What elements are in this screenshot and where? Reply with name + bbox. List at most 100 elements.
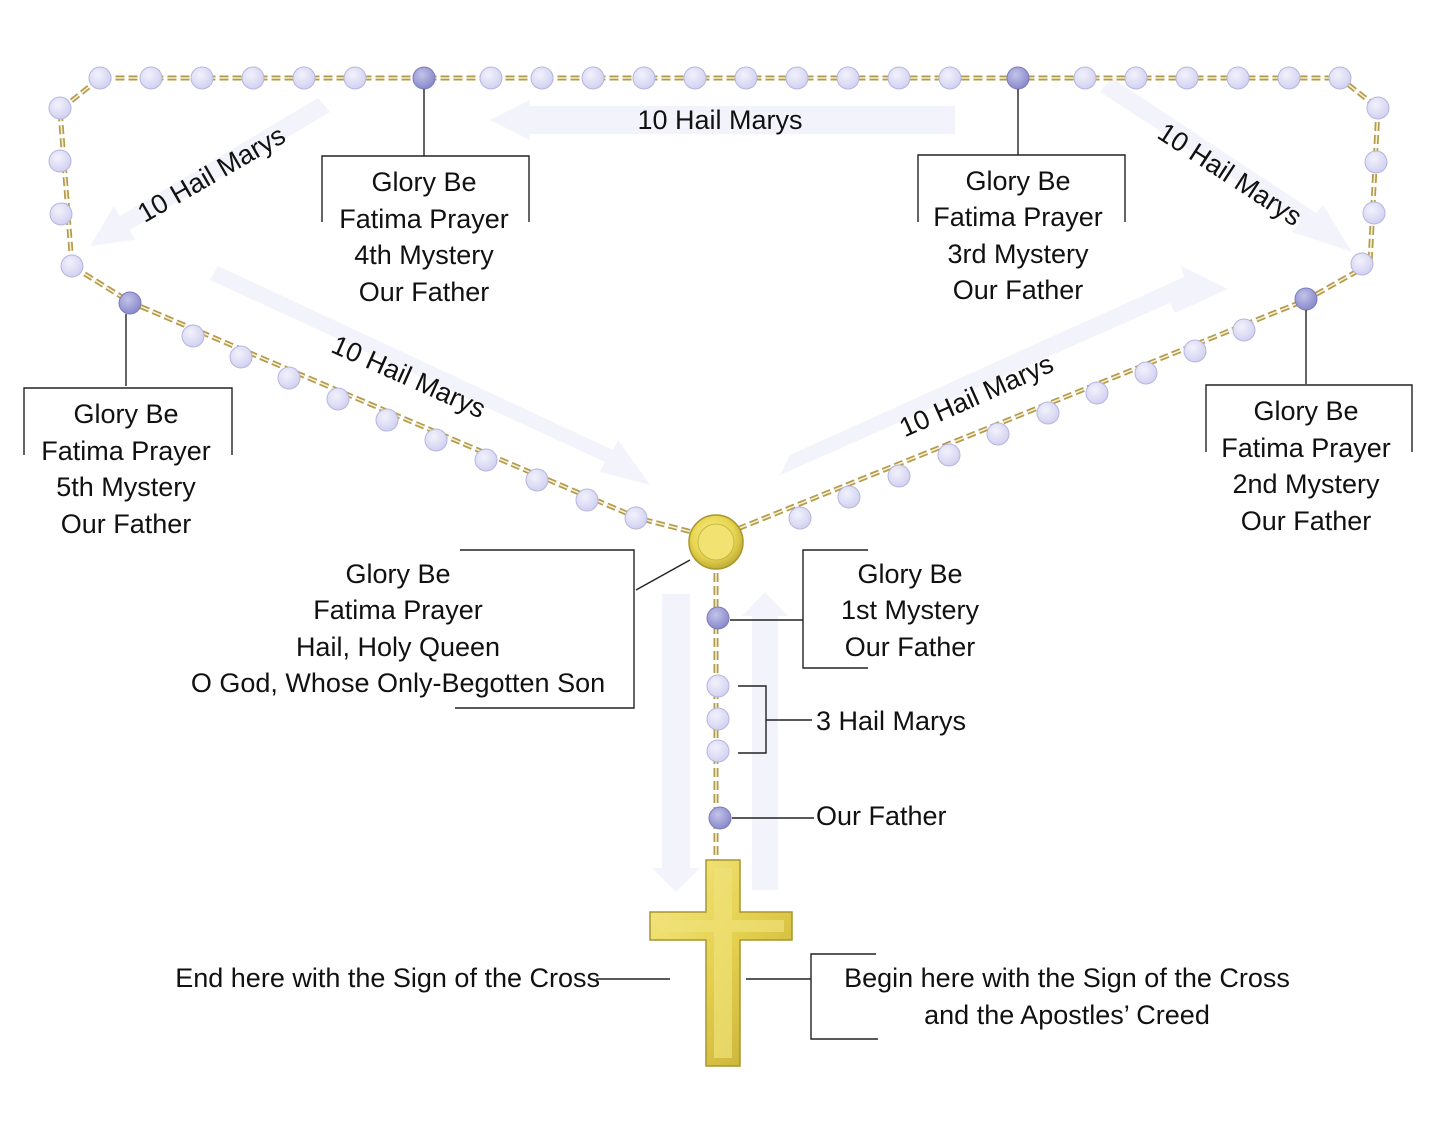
callout-line: 5th Mystery xyxy=(56,472,196,502)
hail-mary-bead xyxy=(836,66,860,90)
our-father-bead xyxy=(1294,287,1318,311)
hail-mary-bead xyxy=(1085,381,1109,405)
direction-arrows xyxy=(90,78,1352,892)
callout-line: End here with the Sign of the Cross xyxy=(175,963,600,993)
hail-mary-beads xyxy=(48,66,1390,763)
hail-mary-bead xyxy=(139,66,163,90)
hail-mary-bead xyxy=(986,422,1010,446)
hail-mary-bead xyxy=(1328,66,1352,90)
callout-line: Glory Be xyxy=(371,167,476,197)
arrow-label-upper-right: 10 Hail Marys xyxy=(1153,117,1308,232)
hail-mary-bead xyxy=(837,485,861,509)
hail-mary-bead xyxy=(887,66,911,90)
arrow-upper-right-icon xyxy=(1100,78,1352,252)
hail-mary-bead xyxy=(1183,339,1207,363)
hail-mary-bead xyxy=(624,506,648,530)
hail-mary-bead xyxy=(1036,401,1060,425)
callout-crucifix-begin: Begin here with the Sign of the Cross an… xyxy=(746,953,1290,1040)
our-father-bead xyxy=(412,66,436,90)
our-father-bead xyxy=(706,606,730,630)
hail-mary-bead xyxy=(1073,66,1097,90)
callout-line: 3 Hail Marys xyxy=(816,706,966,736)
hail-mary-bead xyxy=(190,66,214,90)
callout-our-father: Our Father xyxy=(732,801,947,831)
callout-line: Glory Be xyxy=(345,559,450,589)
callout-centerpiece: Glory Be Fatima Prayer Hail, Holy Queen … xyxy=(191,549,691,709)
hail-mary-bead xyxy=(1362,201,1386,225)
callout-first-decade: Glory Be 1st Mystery Our Father xyxy=(730,549,980,669)
arrow-upper-left-icon xyxy=(90,98,330,246)
hail-mary-bead xyxy=(1350,252,1374,276)
hail-mary-bead xyxy=(60,254,84,278)
hail-mary-bead xyxy=(1232,318,1256,342)
hail-mary-bead xyxy=(48,149,72,173)
hail-mary-bead xyxy=(785,66,809,90)
callout-line: 3rd Mystery xyxy=(947,239,1089,269)
callout-line: Fatima Prayer xyxy=(933,202,1103,232)
callout-second-decade: Glory Be Fatima Prayer 2nd Mystery Our F… xyxy=(1205,310,1413,536)
callout-line: Fatima Prayer xyxy=(339,204,509,234)
callout-fourth-decade: Glory Be Fatima Prayer 4th Mystery Our F… xyxy=(321,89,530,307)
callout-line: Our Father xyxy=(61,509,192,539)
hail-mary-bead xyxy=(1226,66,1250,90)
hail-mary-bead xyxy=(706,674,730,698)
our-father-bead xyxy=(1006,66,1030,90)
hail-mary-bead xyxy=(788,506,812,530)
callout-line: Our Father xyxy=(953,275,1084,305)
hail-mary-bead xyxy=(49,202,73,226)
hail-mary-bead xyxy=(575,488,599,512)
callout-line: Our Father xyxy=(845,632,976,662)
hail-mary-bead xyxy=(181,324,205,348)
callout-three-hail-marys: 3 Hail Marys xyxy=(738,685,966,754)
arrow-label-lower-left: 10 Hail Marys xyxy=(327,330,490,425)
hail-mary-bead xyxy=(277,366,301,390)
hail-mary-bead xyxy=(937,443,961,467)
callout-line: Fatima Prayer xyxy=(41,436,211,466)
hail-mary-bead xyxy=(525,468,549,492)
callout-line: Glory Be xyxy=(73,399,178,429)
callout-line: Begin here with the Sign of the Cross xyxy=(844,963,1290,993)
hail-mary-bead xyxy=(241,66,265,90)
hail-mary-bead xyxy=(1366,96,1390,120)
hail-mary-bead xyxy=(706,739,730,763)
callout-line: 1st Mystery xyxy=(841,595,980,625)
callout-line: Our Father xyxy=(1241,506,1372,536)
hail-mary-bead xyxy=(479,66,503,90)
callout-fifth-decade: Glory Be Fatima Prayer 5th Mystery Our F… xyxy=(23,314,233,539)
hail-mary-bead xyxy=(292,66,316,90)
callout-line: O God, Whose Only-Begotten Son xyxy=(191,668,605,698)
arrow-up-icon xyxy=(742,592,788,890)
hail-mary-bead xyxy=(1134,361,1158,385)
callout-line: Hail, Holy Queen xyxy=(296,632,500,662)
hail-mary-bead xyxy=(48,96,72,120)
hail-mary-bead xyxy=(1175,66,1199,90)
our-father-bead xyxy=(708,806,732,830)
hail-mary-bead xyxy=(229,345,253,369)
arrow-label-lower-right: 10 Hail Marys xyxy=(895,349,1058,444)
hail-mary-bead xyxy=(88,66,112,90)
callout-line: and the Apostles’ Creed xyxy=(924,1000,1210,1030)
callout-line: Glory Be xyxy=(857,559,962,589)
hail-mary-bead xyxy=(326,387,350,411)
arrow-label-upper-left: 10 Hail Marys xyxy=(133,120,291,229)
crucifix-icon xyxy=(649,859,793,1067)
centerpiece-medallion xyxy=(688,514,744,570)
hail-mary-bead xyxy=(343,66,367,90)
callout-line: 2nd Mystery xyxy=(1232,469,1380,499)
callout-line: Glory Be xyxy=(1253,396,1358,426)
callout-third-decade: Glory Be Fatima Prayer 3rd Mystery Our F… xyxy=(917,89,1126,305)
arrow-label-top: 10 Hail Marys xyxy=(637,105,802,135)
hail-mary-bead xyxy=(887,464,911,488)
hail-mary-bead xyxy=(474,448,498,472)
our-father-beads xyxy=(118,66,1318,830)
callout-crucifix-end: End here with the Sign of the Cross xyxy=(175,963,670,993)
callout-line: Our Father xyxy=(359,277,490,307)
hail-mary-bead xyxy=(375,408,399,432)
hail-mary-bead xyxy=(938,66,962,90)
arrow-down-icon xyxy=(652,594,700,892)
callout-line: Fatima Prayer xyxy=(313,595,483,625)
arrow-top-icon xyxy=(490,100,955,140)
callout-line: Glory Be xyxy=(965,166,1070,196)
hail-mary-bead xyxy=(1364,150,1388,174)
